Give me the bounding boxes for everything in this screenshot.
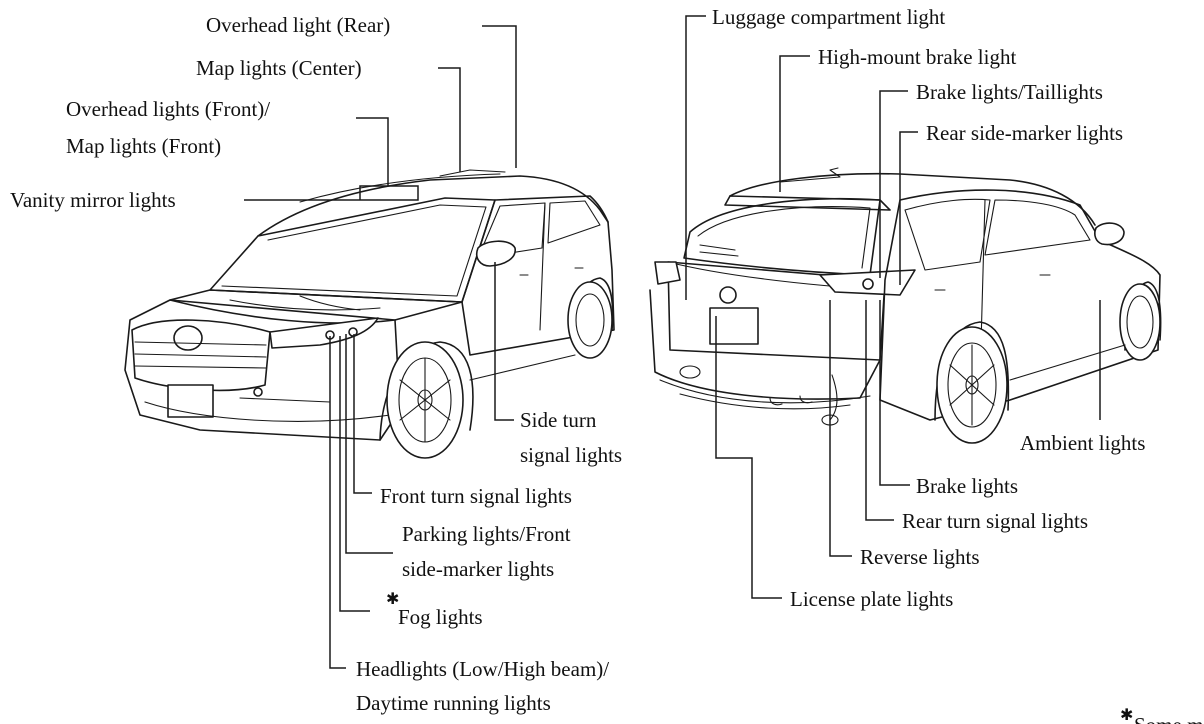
label-overhead-lights-front: Overhead lights (Front)/	[66, 96, 270, 122]
label-license-plate-lights: License plate lights	[790, 586, 953, 612]
label-front-turn-signal-lights: Front turn signal lights	[380, 483, 572, 509]
label-headlights-line1: Headlights (Low/High beam)/	[356, 656, 609, 682]
label-parking-lights-line2: side-marker lights	[402, 556, 554, 582]
label-map-lights-front: Map lights (Front)	[66, 133, 221, 159]
footnote-text: Some models	[1134, 712, 1204, 724]
label-luggage-compartment-light: Luggage compartment light	[712, 4, 945, 30]
label-map-lights-center: Map lights (Center)	[196, 55, 362, 81]
label-rear-side-marker-lights: Rear side-marker lights	[926, 120, 1123, 146]
label-ambient-lights: Ambient lights	[1020, 430, 1145, 456]
label-brake-lights-taillights: Brake lights/Taillights	[916, 79, 1103, 105]
label-headlights-line2: Daytime running lights	[356, 690, 551, 716]
rear-car-illustration	[650, 168, 1161, 443]
label-side-turn-line2: signal lights	[520, 442, 622, 468]
label-parking-lights-line1: Parking lights/Front	[402, 521, 571, 547]
label-reverse-lights: Reverse lights	[860, 544, 980, 570]
label-overhead-light-rear: Overhead light (Rear)	[206, 12, 390, 38]
label-vanity-mirror-lights: Vanity mirror lights	[10, 187, 176, 213]
label-high-mount-brake-light: High-mount brake light	[818, 44, 1016, 70]
footnote-asterisk: ✱	[1120, 708, 1133, 724]
label-brake-lights: Brake lights	[916, 473, 1018, 499]
label-rear-turn-signal-lights: Rear turn signal lights	[902, 508, 1088, 534]
label-side-turn-line1: Side turn	[520, 407, 596, 433]
label-fog-lights: Fog lights	[398, 604, 483, 630]
